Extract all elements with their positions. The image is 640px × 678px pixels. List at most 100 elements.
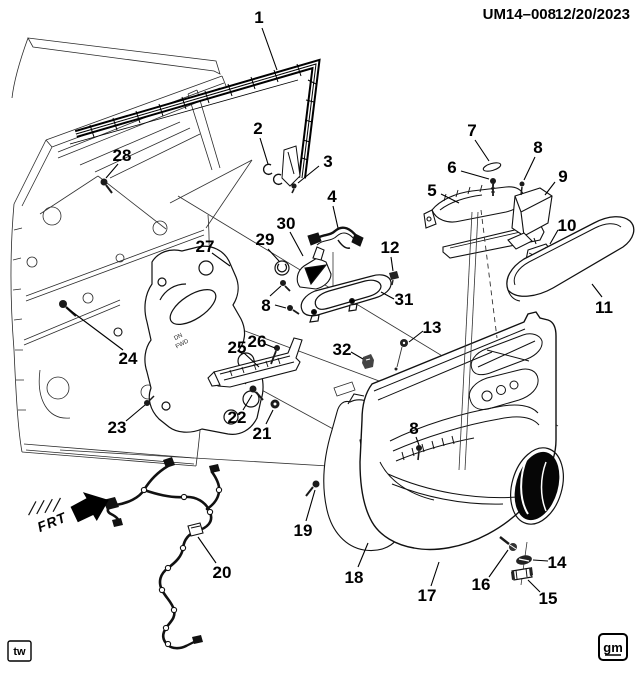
callout-8: 8	[261, 296, 270, 315]
part-19-screw	[305, 480, 320, 497]
callout-8: 8	[533, 138, 542, 157]
part-3-pin	[291, 183, 297, 194]
part-17-trim-panel	[359, 311, 557, 551]
callout-23: 23	[108, 418, 127, 437]
callout-30: 30	[277, 214, 296, 233]
callout-22: 22	[228, 408, 247, 427]
callout-leader-14	[532, 559, 549, 562]
callout-15: 15	[539, 589, 558, 608]
callout-32: 32	[333, 340, 352, 359]
part-8-screws-mid	[280, 280, 300, 315]
part-12-clip	[389, 271, 399, 286]
callout-leader-26	[264, 343, 276, 349]
projection-lines-division	[39, 159, 334, 286]
callout-2: 2	[253, 119, 262, 138]
speaker-grille	[510, 447, 564, 525]
gm-logo: gm	[598, 633, 628, 661]
stamp-line1: DN	[173, 333, 183, 342]
part-7-pad	[482, 162, 502, 172]
callout-4: 4	[327, 187, 337, 206]
callout-leader-31	[380, 291, 395, 300]
callout-leader-19	[305, 489, 316, 522]
part-28-screw	[100, 178, 113, 194]
callout-27: 27	[196, 237, 215, 256]
callout-leader-8	[523, 156, 536, 181]
callout-leader-2	[259, 137, 269, 165]
callout-leader-10	[549, 229, 559, 245]
part-1-run-channel-weatherstrip	[69, 58, 321, 179]
callout-18: 18	[345, 568, 364, 587]
callout-leader-3	[297, 165, 320, 184]
part-14-grommet	[516, 555, 532, 565]
author-mark-label: tw	[13, 646, 26, 658]
callout-13: 13	[423, 318, 442, 337]
callout-16: 16	[472, 575, 491, 594]
callout-leader-27	[211, 252, 231, 267]
callout-20: 20	[213, 563, 232, 582]
callout-leader-20	[197, 536, 217, 564]
callout-leader-18	[357, 542, 369, 568]
callout-9: 9	[558, 167, 567, 186]
author-mark: tw	[7, 640, 32, 662]
callout-leader-30	[289, 231, 304, 257]
part-32-clip	[362, 354, 374, 369]
callout-leader-24	[66, 307, 124, 351]
callout-leader-8	[274, 304, 287, 309]
part-21-nut	[270, 399, 280, 409]
callout-leader-7	[474, 139, 490, 162]
drawing-date: 12/20/2023	[555, 6, 630, 23]
part-20-wiring-harness	[103, 457, 223, 650]
part-6-screw	[490, 178, 496, 196]
part-8-screw-panel	[416, 445, 422, 461]
part-13-nut	[394, 339, 408, 371]
callout-leader-11	[591, 283, 603, 298]
callout-leader-25	[243, 352, 260, 368]
callout-14: 14	[548, 553, 567, 572]
callout-8: 8	[409, 419, 418, 438]
callout-leader-23	[125, 404, 146, 422]
callout-3: 3	[323, 152, 332, 171]
callout-19: 19	[294, 521, 313, 540]
part-4-cable	[307, 226, 364, 249]
frt-arrow-icon	[70, 492, 109, 523]
callout-7: 7	[467, 121, 476, 140]
callout-5: 5	[427, 181, 436, 200]
part-9-switch-assembly	[507, 187, 553, 250]
callout-10: 10	[558, 216, 577, 235]
callout-1: 1	[254, 8, 263, 27]
callout-leader-17	[430, 561, 440, 587]
part-26-screw	[270, 345, 280, 365]
part-22-screw	[249, 385, 264, 401]
drawing-number: UM14–008	[483, 6, 556, 23]
part-30-handle	[296, 246, 332, 290]
fasteners	[59, 162, 533, 581]
callout-28: 28	[113, 146, 132, 165]
part-31-handle-bezel	[300, 274, 392, 323]
callout-17: 17	[418, 586, 437, 605]
callout-leader-8	[415, 436, 420, 446]
part-5-switch-bracket	[423, 182, 545, 259]
callout-leader-29	[267, 248, 280, 262]
part-15-clip	[511, 567, 533, 581]
callout-11: 11	[595, 298, 613, 317]
part-24-bolt	[59, 300, 123, 337]
part-27-window-regulator	[144, 245, 264, 435]
part-16-screw	[499, 536, 517, 551]
part-2-clip	[262, 163, 283, 186]
callout-12: 12	[381, 238, 400, 257]
callout-25: 25	[228, 338, 247, 357]
callout-leader-9	[544, 181, 556, 196]
callout-leader-4	[332, 205, 339, 229]
part-8-screw-right	[519, 181, 525, 196]
callout-leader-22	[242, 394, 253, 411]
callout-leader-1	[261, 27, 278, 71]
callout-leader-5	[440, 193, 460, 204]
callout-31: 31	[395, 290, 414, 309]
callout-leader-13	[408, 330, 424, 343]
part-11-armrest-handle	[506, 216, 635, 302]
callout-26: 26	[248, 332, 267, 351]
callout-21: 21	[253, 424, 272, 443]
callout-29: 29	[256, 230, 275, 249]
